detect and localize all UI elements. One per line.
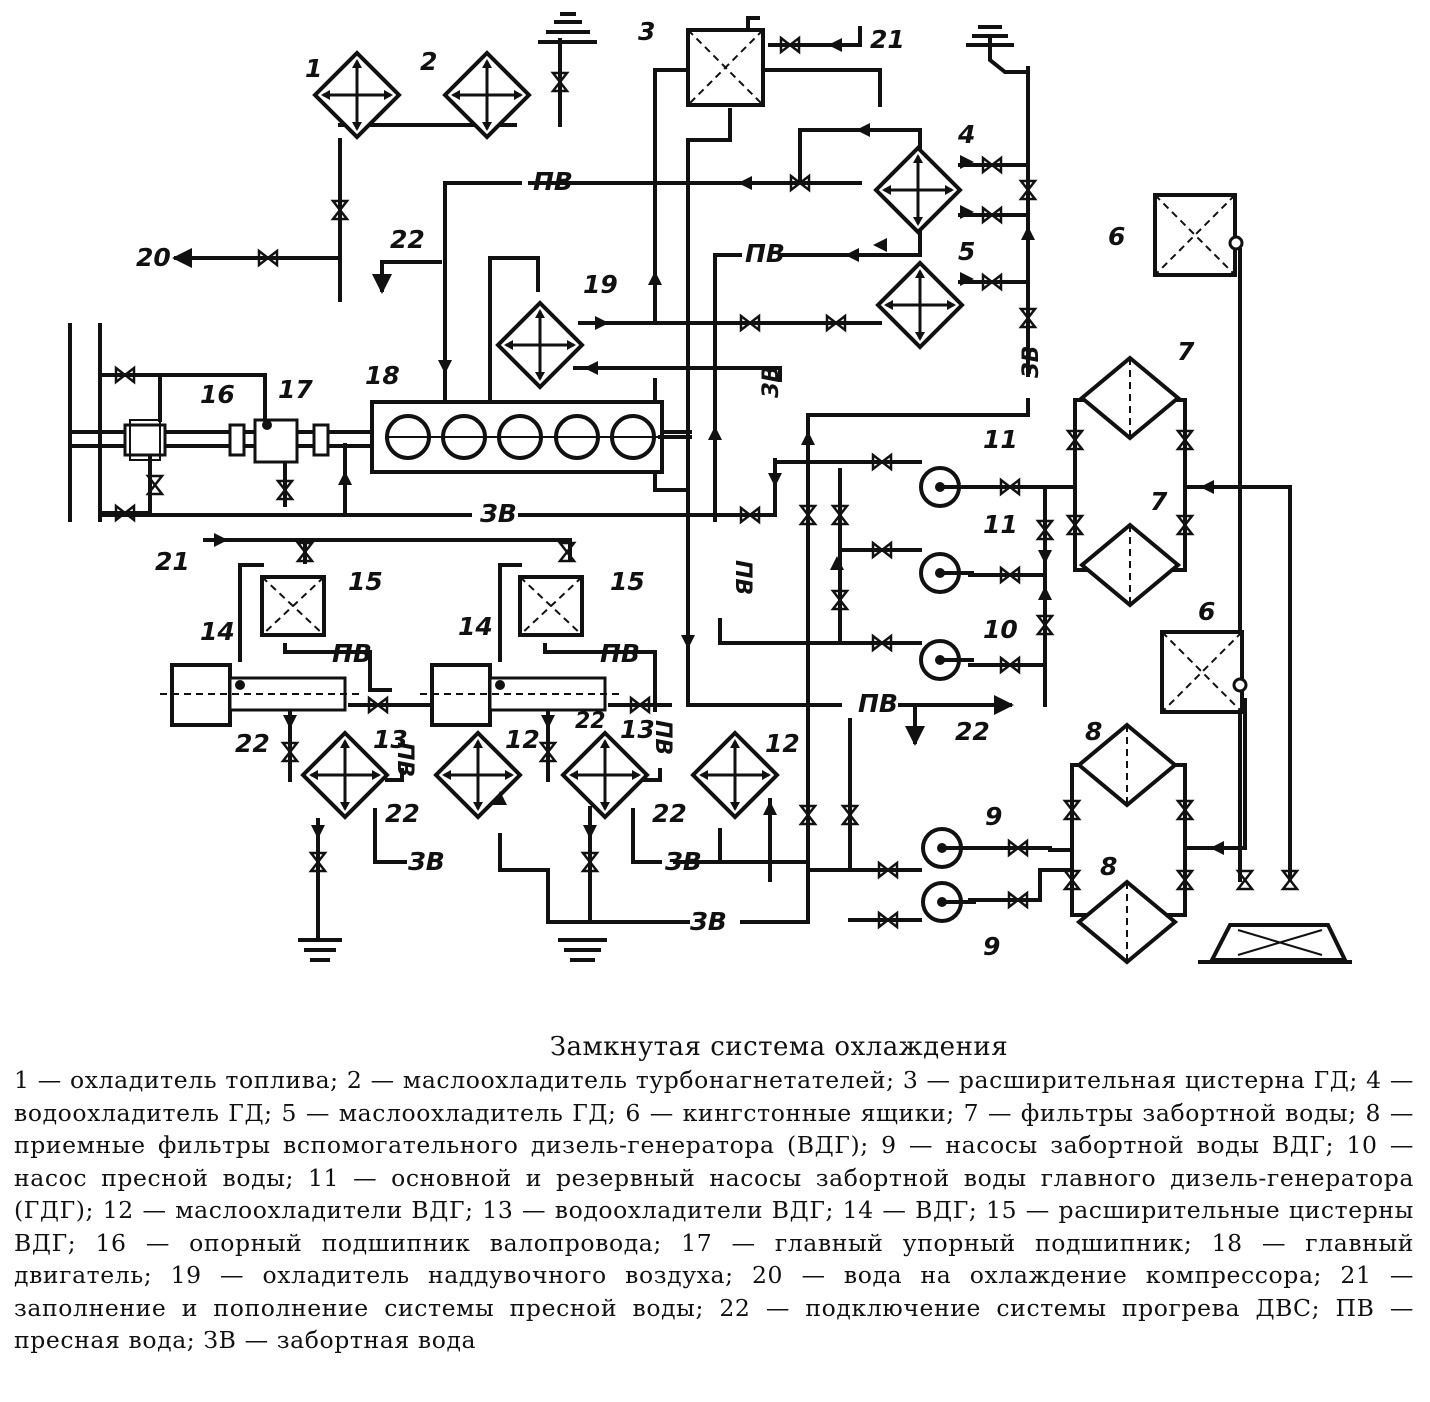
component-labels: 1 2 3 4 5 6 6 7 7 8 8 9 9 10 11 11 12 12… bbox=[136, 17, 1215, 961]
label-5: 5 bbox=[958, 237, 975, 266]
expansion-tank-3 bbox=[686, 16, 765, 107]
label-14-left: 14 bbox=[200, 617, 235, 646]
cooling-system-diagram: 1 2 3 4 5 6 6 7 7 8 8 9 9 10 11 11 12 12… bbox=[68, 12, 1352, 964]
water-cooler-4 bbox=[874, 146, 962, 234]
label-21-left: 21 bbox=[155, 547, 190, 576]
ground-symbols bbox=[538, 12, 1352, 964]
label-pv-vdg-right: ПВ bbox=[650, 720, 675, 755]
water-cooler-13-right bbox=[561, 731, 649, 819]
label-zv-vertical: ЗВ bbox=[759, 366, 784, 399]
label-15-left: 15 bbox=[348, 567, 383, 596]
thrust-bearing-17 bbox=[228, 418, 330, 464]
expansion-tank-15-left bbox=[260, 575, 326, 637]
label-19: 19 bbox=[583, 270, 618, 299]
label-14-right: 14 bbox=[458, 612, 493, 641]
label-11-reserve: 11 bbox=[983, 510, 1018, 539]
label-16: 16 bbox=[200, 380, 235, 409]
label-10: 10 bbox=[983, 615, 1018, 644]
sea-water-filter-7-upper bbox=[1080, 356, 1180, 440]
fresh-water-pump-10 bbox=[919, 639, 976, 681]
label-11-main: 11 bbox=[983, 425, 1018, 454]
label-pv-1: ПВ bbox=[533, 167, 573, 196]
label-6-upper: 6 bbox=[1108, 222, 1125, 251]
label-7-lower: 7 bbox=[1150, 487, 1168, 516]
label-1: 1 bbox=[305, 54, 322, 83]
kingston-box-6-upper bbox=[1153, 193, 1244, 277]
label-7-upper: 7 bbox=[1177, 337, 1195, 366]
label-zv-2: ЗВ bbox=[689, 907, 727, 936]
label-pv-5: ПВ bbox=[600, 639, 640, 668]
label-3: 3 bbox=[638, 17, 655, 46]
label-22-cooler-right: 22 bbox=[652, 799, 687, 828]
kingston-box-6-lower bbox=[1160, 630, 1248, 714]
expansion-tank-15-right bbox=[518, 575, 584, 637]
label-20: 20 bbox=[136, 243, 171, 272]
label-22-vdg-right: 22 bbox=[575, 709, 606, 734]
medium-labels: ПВ ПВ ПВ ПВ ПВ ПВ ПВ ПВ ЗВ ЗВ ЗВ ЗВ ЗВ З… bbox=[332, 167, 1044, 936]
charge-air-cooler-19 bbox=[496, 301, 584, 389]
label-21-top: 21 bbox=[870, 25, 905, 54]
label-zv-right: ЗВ bbox=[1019, 346, 1044, 379]
label-12-right: 12 bbox=[765, 729, 800, 758]
label-pv-3: ПВ bbox=[858, 689, 898, 718]
bearing-16 bbox=[123, 419, 167, 461]
label-pv-4: ПВ bbox=[332, 639, 372, 668]
aux-diesel-generator-14-left bbox=[160, 663, 360, 727]
label-18: 18 bbox=[365, 361, 400, 390]
label-13-left: 13 bbox=[373, 725, 408, 754]
label-pv-vertical: ПВ bbox=[730, 560, 755, 595]
label-9-lower: 9 bbox=[983, 932, 1000, 961]
sea-water-pump-11-reserve bbox=[919, 552, 976, 594]
label-pv-vdg-left: ПВ bbox=[392, 742, 417, 777]
figure-caption: Замкнутая система охлаждения 1 — охладит… bbox=[14, 1032, 1414, 1357]
sea-chest-receiver bbox=[1208, 923, 1349, 962]
figure-title: Замкнутая система охлаждения bbox=[549, 1032, 1009, 1062]
label-15-right: 15 bbox=[610, 567, 645, 596]
label-17: 17 bbox=[278, 375, 313, 404]
aux-diesel-generator-14-right bbox=[420, 663, 620, 727]
label-zv-3: ЗВ bbox=[407, 847, 445, 876]
label-pv-2: ПВ bbox=[745, 239, 785, 268]
label-8-lower: 8 bbox=[1100, 852, 1117, 881]
figure-legend: 1 — охладитель топлива; 2 — маслоохладит… bbox=[14, 1066, 1414, 1354]
label-13-right: 13 bbox=[620, 715, 655, 744]
oil-cooler-5 bbox=[876, 261, 964, 349]
label-8-upper: 8 bbox=[1085, 717, 1102, 746]
sea-water-pump-11-main bbox=[919, 466, 976, 508]
sea-water-pump-9-lower bbox=[921, 881, 978, 923]
label-22-vdg-left: 22 bbox=[235, 729, 270, 758]
sea-water-pump-9-upper bbox=[921, 827, 978, 869]
label-2: 2 bbox=[420, 47, 437, 76]
flow-arrows bbox=[214, 38, 1224, 855]
label-22-top: 22 bbox=[390, 225, 425, 254]
main-engine-18 bbox=[370, 400, 692, 474]
label-4: 4 bbox=[957, 120, 975, 149]
label-22-cooler-left: 22 bbox=[385, 799, 420, 828]
sea-water-filter-7-lower bbox=[1080, 523, 1180, 607]
label-6-lower: 6 bbox=[1198, 597, 1215, 626]
label-22-right: 22 bbox=[955, 717, 990, 746]
label-12-left: 12 bbox=[505, 725, 540, 754]
label-9-upper: 9 bbox=[985, 802, 1002, 831]
intake-filter-8-lower bbox=[1077, 880, 1177, 964]
label-zv-4: ЗВ bbox=[664, 847, 702, 876]
label-zv-1: ЗВ bbox=[479, 499, 517, 528]
